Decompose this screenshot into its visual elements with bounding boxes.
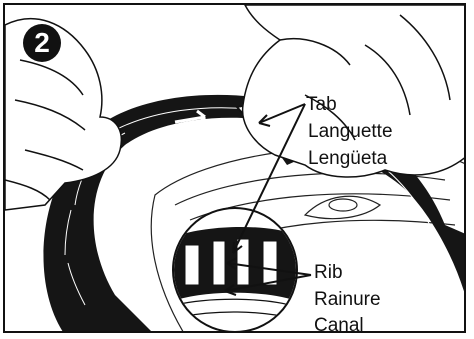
assembly-illustration [5,5,466,333]
step-number-badge: 2 [23,24,61,62]
callout-tab-fr: Languette [308,120,393,143]
callout-tab-en: Tab [306,93,337,116]
callout-rib-en: Rib [314,261,343,284]
left-hand [5,19,121,210]
callout-rib-fr: Rainure [314,288,381,311]
callout-rib-es: Canal [314,314,364,333]
callout-tab-es: Lengüeta [308,147,387,170]
illustration-frame: 2 Tab Languette Lengüeta Rib Rainure Can… [3,3,466,333]
